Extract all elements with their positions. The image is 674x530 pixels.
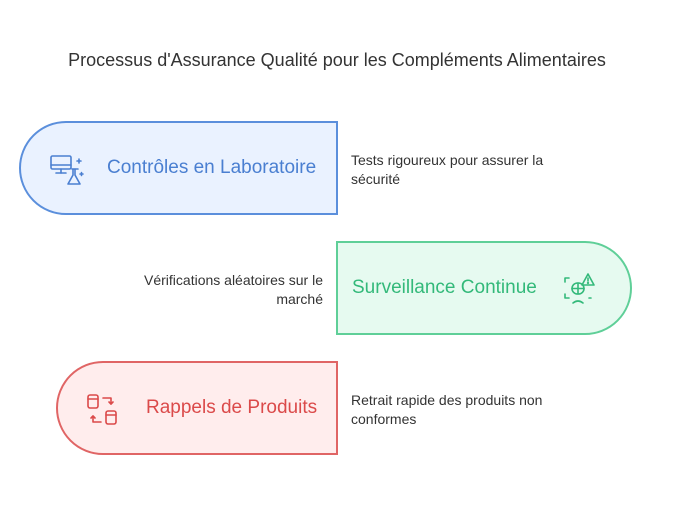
product-recall-icon [87, 394, 117, 425]
step-product-recalls: Rappels de Produits [56, 361, 338, 455]
step-label: Surveillance Continue [352, 277, 537, 298]
step-description: Retrait rapide des produits non conforme… [351, 392, 543, 427]
step-lab-controls: Contrôles en Laboratoire [19, 121, 338, 215]
monitoring-warning-icon [564, 273, 595, 304]
step-description: Vérifications aléatoires sur le marché [144, 272, 323, 307]
step-label: Rappels de Produits [146, 397, 318, 418]
lab-computer-icon [50, 155, 84, 185]
step-description: Tests rigoureux pour assurer la sécurité [351, 152, 544, 187]
step-label: Contrôles en Laboratoire [107, 157, 317, 178]
step-continuous-monitoring: Surveillance Continue [336, 241, 632, 335]
diagram-title: Processus d'Assurance Qualité pour les C… [68, 50, 606, 70]
